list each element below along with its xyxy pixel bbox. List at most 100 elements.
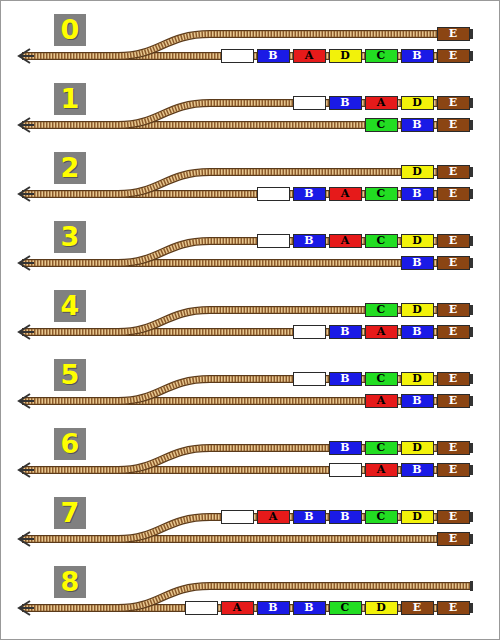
car-letter: C [377,442,386,454]
car-letter: E [449,50,457,62]
car-letter: E [449,373,457,385]
rail-car: B [257,49,290,63]
rail-car: C [365,49,398,63]
car-letter: E [449,97,457,109]
rail-car: D [401,372,434,386]
rail-car: A [257,510,290,524]
car-letter: D [412,97,422,109]
rail-car: E [437,601,470,615]
car-letter: B [412,50,421,62]
car-letter: C [377,188,386,200]
rail-car: B [293,601,326,615]
rail-car: E [437,394,470,408]
car-letter: B [340,511,349,523]
car-letter: D [412,373,422,385]
locomotive-car [329,463,362,477]
rail-car: B [401,256,434,270]
car-letter: C [377,50,386,62]
car-letter: A [233,602,242,614]
car-letter: B [340,373,349,385]
rail-car: B [401,49,434,63]
car-letter: A [377,97,386,109]
rail-car: E [437,96,470,110]
car-letter: A [377,326,386,338]
rail-car: C [365,234,398,248]
car-letter: B [412,119,421,131]
car-letter: E [449,326,457,338]
rail-car: A [365,325,398,339]
step-number-box: 7 [54,497,86,529]
step-number-box: 4 [54,290,86,322]
rail-car: D [401,96,434,110]
rail-car: E [437,165,470,179]
rail-car: B [293,187,326,201]
step-number-box: 1 [54,83,86,115]
rail-car: B [401,463,434,477]
step-number-box: 6 [54,428,86,460]
step-number: 7 [61,498,80,528]
car-letter: D [340,50,350,62]
locomotive-car [221,49,254,63]
car-letter: E [449,304,457,316]
car-letter: B [268,602,277,614]
car-letter: E [449,28,457,40]
car-letter: B [412,464,421,476]
car-letter: B [412,326,421,338]
car-letter: E [449,395,457,407]
rail-car: E [437,27,470,41]
step-number: 5 [61,360,80,390]
car-letter: A [305,50,314,62]
rail-car: B [401,325,434,339]
rail-car: E [437,510,470,524]
car-letter: A [269,511,278,523]
rail-car: A [329,187,362,201]
rail-car: C [329,601,362,615]
rail-car: A [329,234,362,248]
car-letter: E [449,533,457,545]
car-letter: B [412,257,421,269]
rail-car: D [401,441,434,455]
car-letter: E [449,602,457,614]
car-letter: E [449,442,457,454]
rail-car: B [329,510,362,524]
rail-car: D [365,601,398,615]
rail-car: D [401,165,434,179]
car-letter: D [376,602,386,614]
step-number-box: 5 [54,359,86,391]
rail-car: E [437,372,470,386]
step-number-box: 0 [54,14,86,46]
rail-car: E [437,187,470,201]
locomotive-car [257,234,290,248]
step-number: 3 [61,222,80,252]
rail-car: B [401,187,434,201]
rail-car: B [329,372,362,386]
rail-car: B [293,510,326,524]
car-letter: E [449,119,457,131]
car-letter: B [340,97,349,109]
rail-car: E [437,256,470,270]
car-letter: E [449,511,457,523]
step-number: 2 [61,153,80,183]
locomotive-car [221,510,254,524]
car-letter: A [377,464,386,476]
car-letter: B [340,326,349,338]
rail-car: E [437,303,470,317]
rail-car: D [401,303,434,317]
car-letter: E [449,257,457,269]
car-letter: A [377,395,386,407]
rail-car: E [437,118,470,132]
car-letter: E [449,166,457,178]
rail-car: C [365,510,398,524]
rail-car: E [437,234,470,248]
rail-car: A [293,49,326,63]
locomotive-car [293,96,326,110]
car-letter: C [377,235,386,247]
locomotive-car [293,372,326,386]
car-letter: B [340,442,349,454]
rail-car: E [437,325,470,339]
step-number: 8 [61,567,80,597]
rail-car: E [401,601,434,615]
car-letter: B [304,511,313,523]
rail-car: B [401,118,434,132]
